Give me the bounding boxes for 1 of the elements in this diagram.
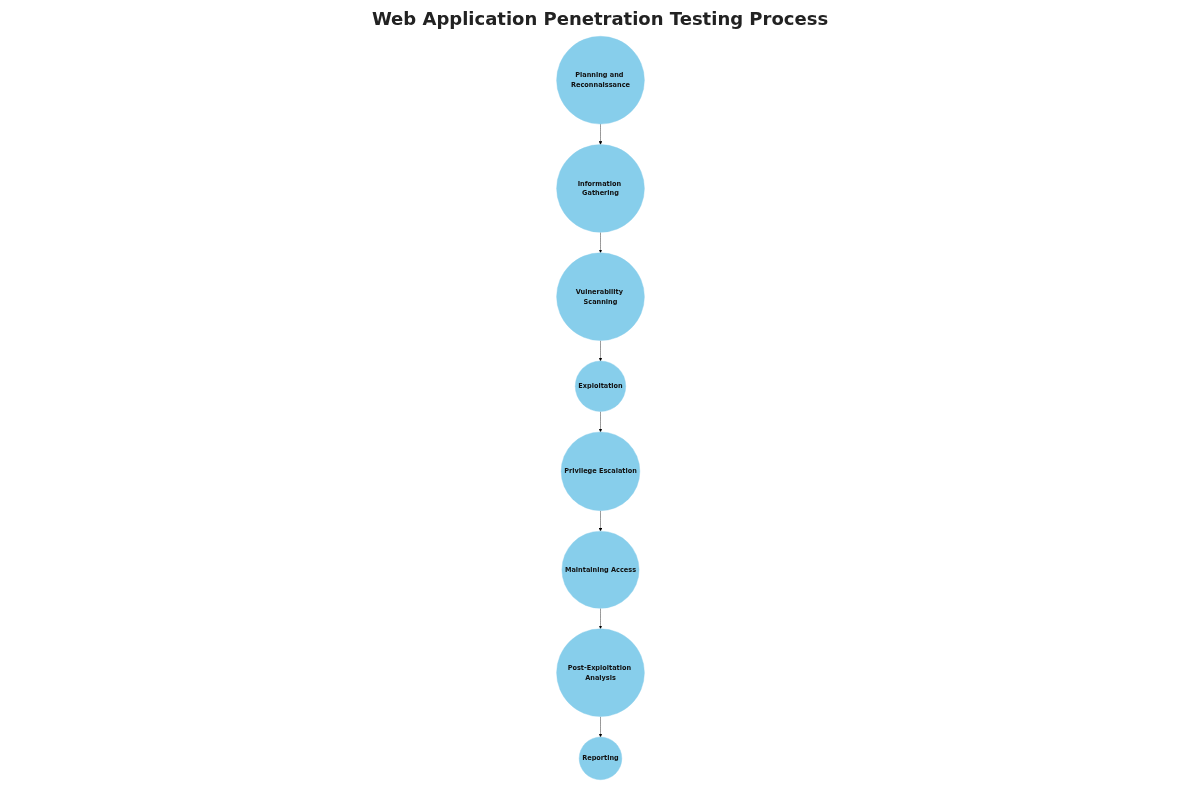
diagram-title: Web Application Penetration Testing Process bbox=[370, 8, 830, 29]
